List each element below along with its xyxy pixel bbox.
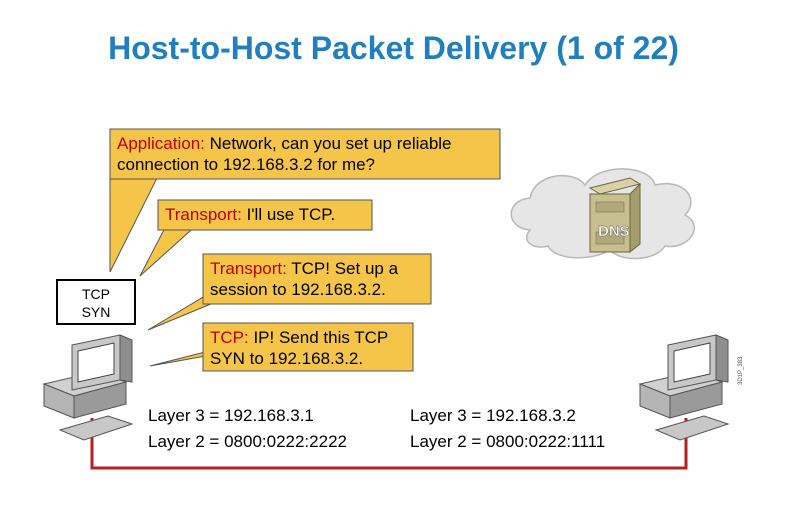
- tcp-syn-packet: TCP SYN: [56, 279, 136, 325]
- dns-label: DNS: [598, 223, 630, 240]
- pc-left-icon: [42, 334, 134, 441]
- right-layer3: Layer 3 = 192.168.3.2: [410, 406, 576, 425]
- pc-right-icon: [638, 334, 730, 441]
- bubble-application: [109, 128, 501, 273]
- bubble-tcp-text: TCP: IP! Send this TCP SYN to 192.168.3.…: [210, 328, 389, 368]
- network-link: [90, 418, 688, 470]
- bubble-transport-2: [147, 253, 432, 331]
- figure-code: 3D1P_383: [738, 356, 744, 385]
- left-layer3: Layer 3 = 192.168.3.1: [148, 406, 314, 425]
- page-title: Host-to-Host Packet Delivery (1 of 22): [108, 30, 679, 66]
- dns-server-icon: [588, 177, 642, 254]
- bubble-tcp: [149, 322, 414, 372]
- dns-cloud: [510, 168, 695, 260]
- bubble-transport-1: [139, 199, 373, 277]
- bubble-application-text: Application: Network, can you set up rel…: [117, 134, 452, 174]
- packet-line1: TCP: [82, 286, 110, 302]
- left-layer2: Layer 2 = 0800:0222:2222: [148, 432, 347, 451]
- right-layer2: Layer 2 = 0800:0222:1111: [410, 432, 606, 451]
- bubble-transport-1-text: Transport: I'll use TCP.: [165, 205, 336, 224]
- bubble-transport-2-text: Transport: TCP! Set up a session to 192.…: [210, 259, 399, 299]
- packet-line2: SYN: [81, 304, 111, 320]
